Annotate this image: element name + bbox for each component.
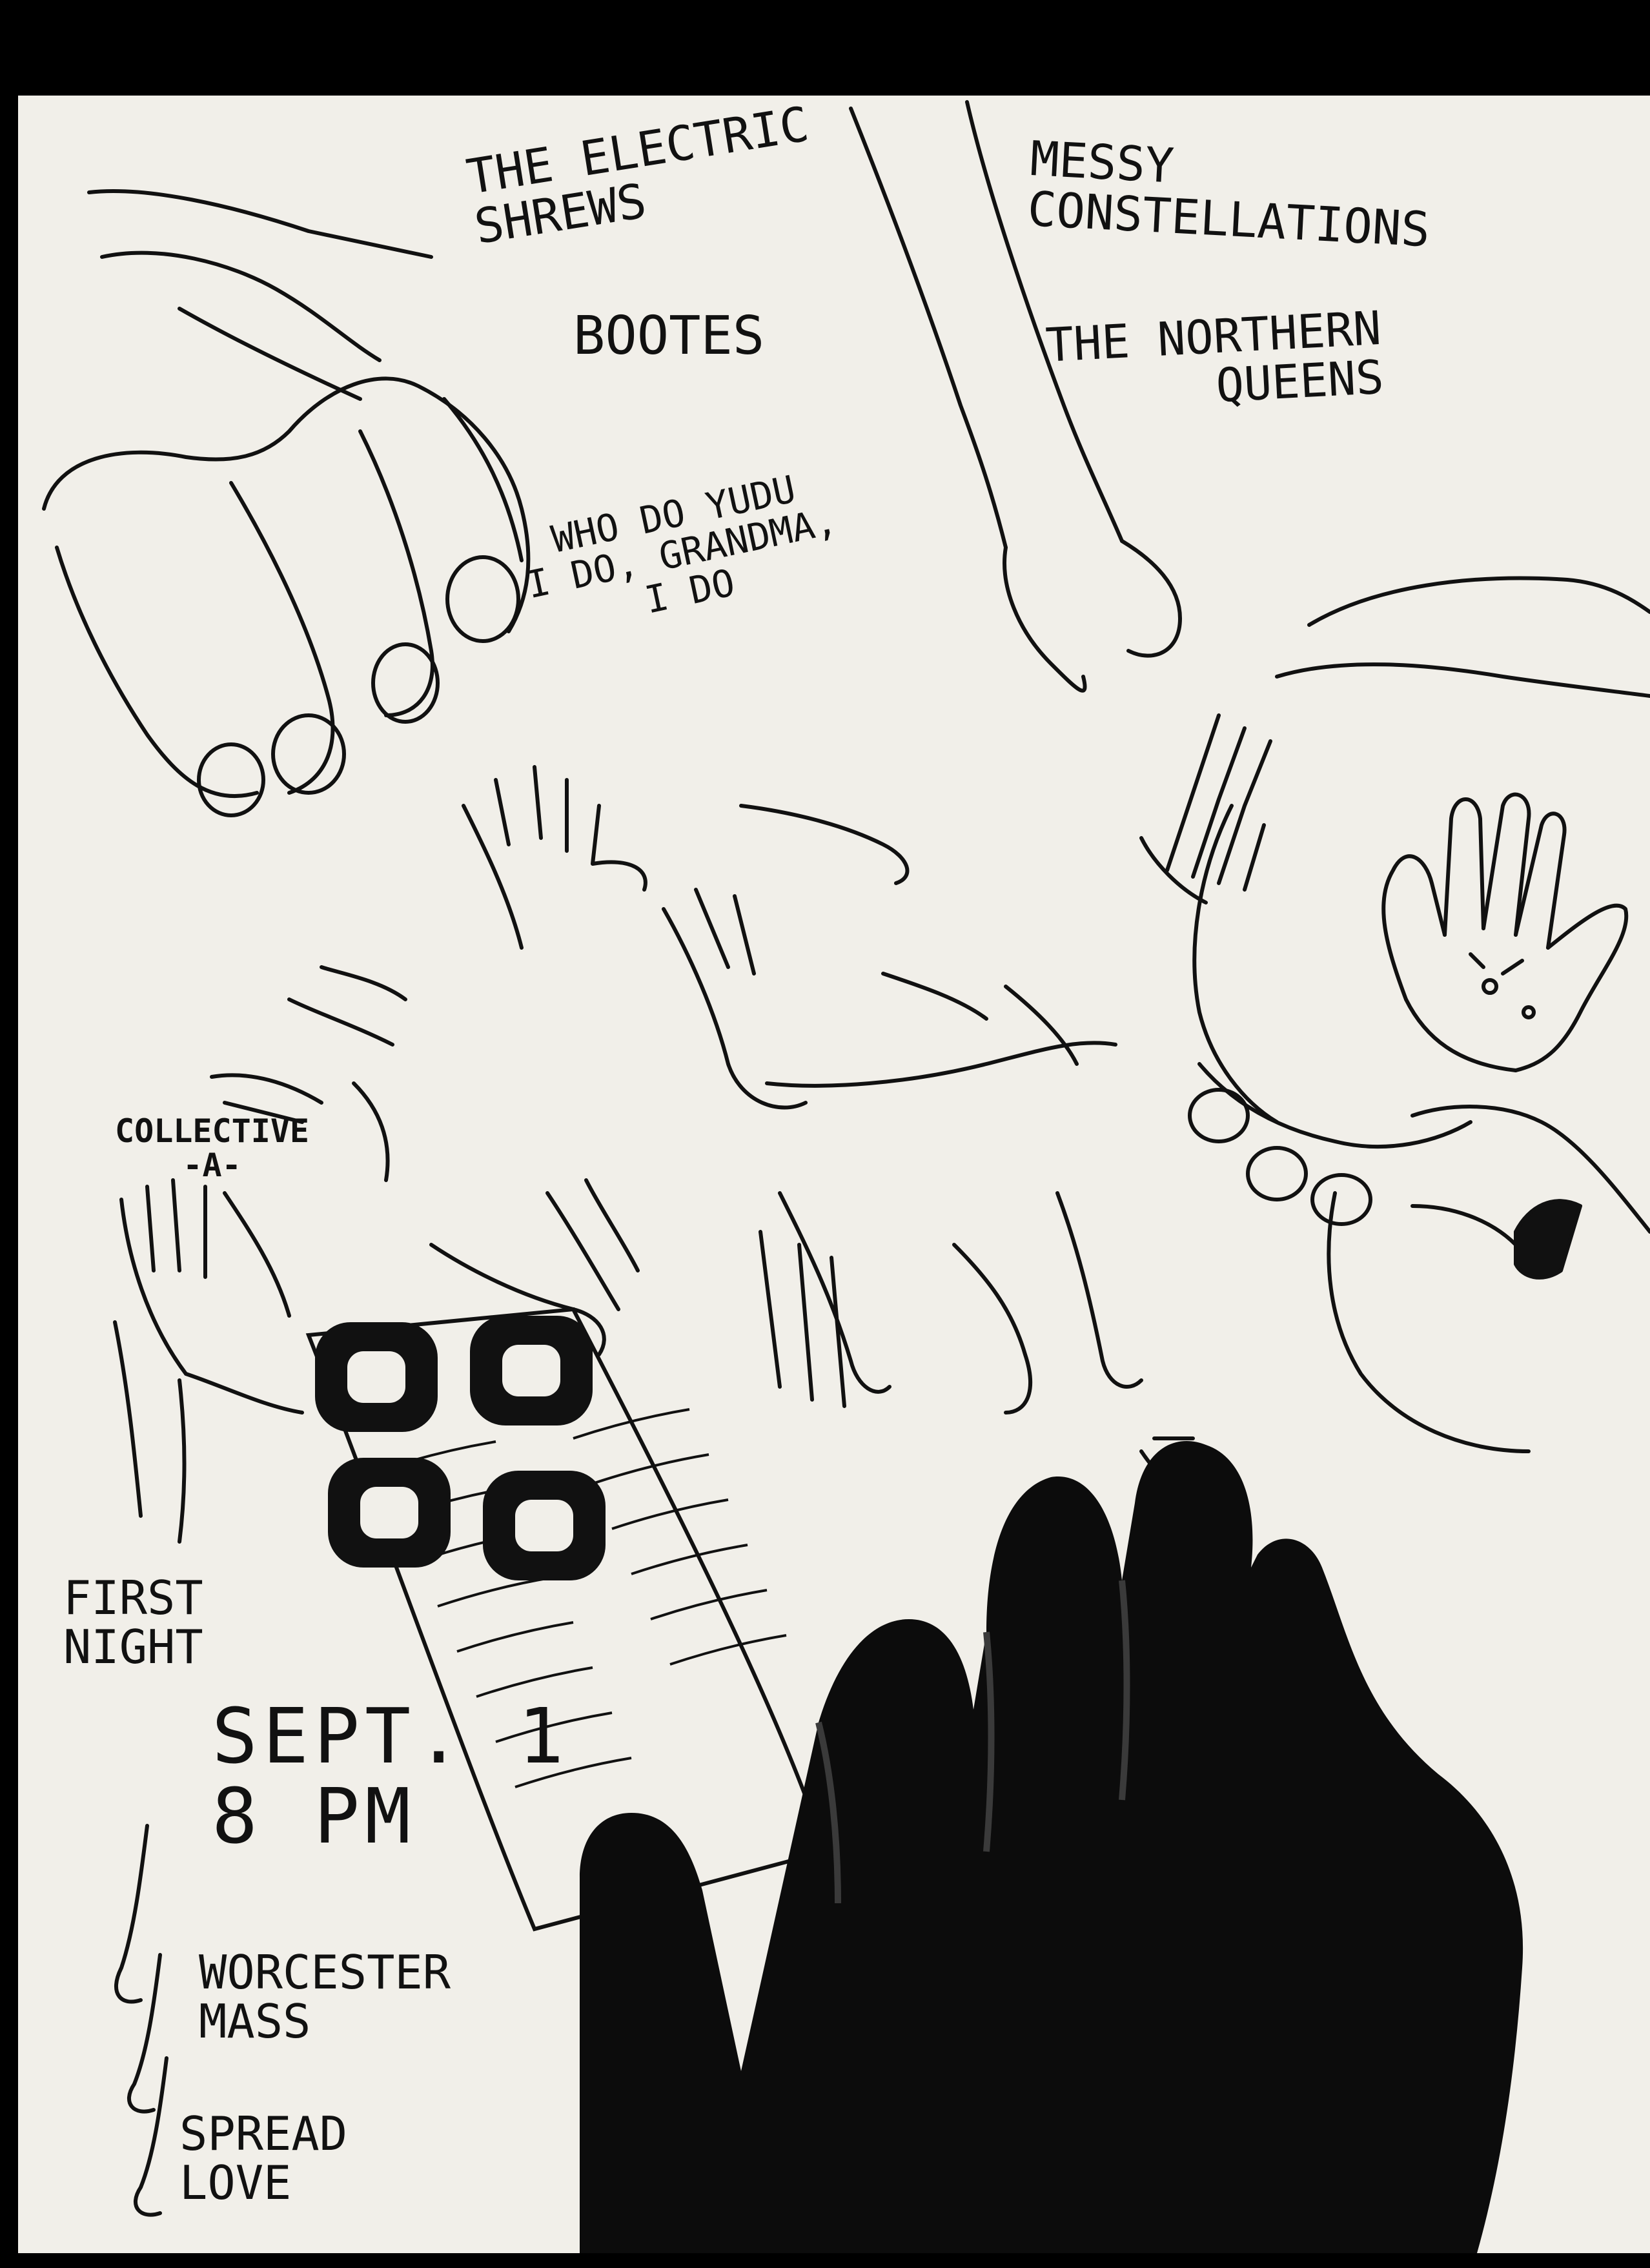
flyer-poster: THE ELECTRIC SHREWS MESSY CONSTELLATIONS… xyxy=(18,96,1650,2253)
right-large-hand-drawing xyxy=(1188,576,1650,1226)
event-name: FIRST NIGHT xyxy=(63,1571,203,1674)
event-name-line: NIGHT xyxy=(63,1619,203,1674)
event-date: SEPT. 1 xyxy=(212,1691,569,1781)
band-bootes: BOOTES xyxy=(573,305,765,367)
event-date-time: SEPT. 1 8 PM xyxy=(212,1691,569,1861)
left-margin-hands-drawing xyxy=(114,1824,168,2217)
collective-title: COLLECTIVE xyxy=(115,1112,310,1150)
big-tattooed-fingers-hand xyxy=(42,376,531,817)
right-fist-drawing xyxy=(1327,1105,1650,1453)
gogo-zipper-strip xyxy=(305,1307,828,1932)
band-messy-constellations: MESSY CONSTELLATIONS xyxy=(1026,131,1434,258)
event-name-line: FIRST xyxy=(63,1571,203,1625)
band-northern-queens: THE NORTHERN QUEENS xyxy=(1044,301,1385,419)
venue-line: MASS xyxy=(199,1994,311,2048)
event-venue: WORCESTER MASS xyxy=(199,1948,451,2046)
top-left-hand-drawing xyxy=(87,189,433,401)
skeleton-hand-drawing xyxy=(1139,713,1272,904)
palmistry-hand-drawing xyxy=(1381,792,1629,1072)
collective-article: -A- xyxy=(183,1146,241,1184)
collective-label: COLLECTIVE -A- xyxy=(115,1114,309,1182)
collective-hands-drawing xyxy=(113,1178,304,1544)
black-photocopy-hand xyxy=(580,1441,1523,2253)
event-time: 8 PM xyxy=(212,1771,416,1861)
venue-line: WORCESTER xyxy=(199,1945,451,1999)
scattered-small-hands xyxy=(210,765,1234,1524)
slogan-line: LOVE xyxy=(179,2155,292,2210)
hand-illustrations xyxy=(42,100,1650,2253)
slogan: SPREAD LOVE xyxy=(179,2107,348,2210)
descending-arm-drawing xyxy=(849,100,1182,693)
slogan-line: SPREAD xyxy=(179,2107,348,2161)
